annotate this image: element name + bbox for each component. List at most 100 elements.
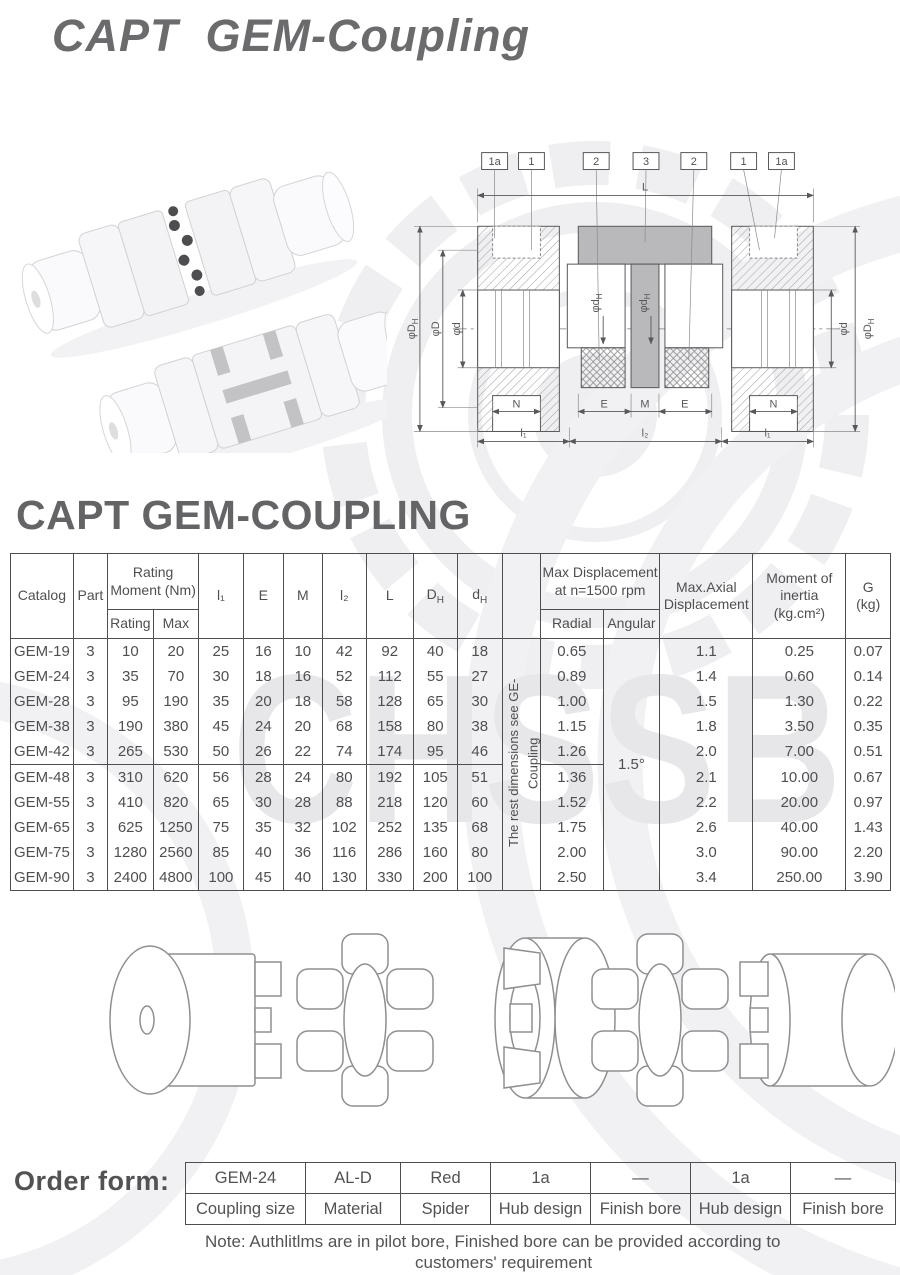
- coupling-photo-assembled: [99, 308, 387, 453]
- svg-text:E: E: [601, 399, 608, 411]
- page-title: CAPT GEM-Coupling: [52, 10, 530, 61]
- spec-cell: 65: [412, 689, 459, 714]
- svg-text:2: 2: [691, 156, 697, 168]
- order-value-cell: AL-D: [305, 1162, 401, 1194]
- spec-cell: 30: [242, 790, 285, 815]
- spec-cell: 218: [366, 790, 414, 815]
- svg-text:N: N: [513, 399, 521, 411]
- spec-cell: 1280: [107, 840, 154, 865]
- spec-cell: 2.6: [659, 815, 754, 840]
- spec-cell: 330: [366, 865, 414, 891]
- spec-cell: 26: [242, 739, 285, 765]
- spec-cell: 3.4: [659, 865, 754, 891]
- spec-cell: 2400: [107, 865, 154, 891]
- callout-2-right: 2: [680, 152, 708, 360]
- spec-cell: 68: [457, 815, 503, 840]
- order-field-cell: Coupling size: [185, 1193, 306, 1225]
- svg-text:1: 1: [741, 156, 747, 168]
- spec-cell: 85: [198, 840, 244, 865]
- spec-cell: 20: [152, 638, 200, 664]
- spec-cell: 2.00: [539, 840, 604, 865]
- svg-text:l₁: l₁: [764, 427, 770, 439]
- spec-cell: 18: [242, 664, 285, 689]
- footnote-line-1: Note: Authlitlms are in pilot bore, Fini…: [205, 1232, 781, 1251]
- spec-cell: 46: [457, 739, 503, 765]
- spec-cell: 286: [366, 840, 414, 865]
- spec-cell: 100: [198, 865, 244, 891]
- col-header-max: Max: [152, 609, 200, 639]
- spec-cell: 3: [72, 689, 109, 714]
- svg-text:2: 2: [593, 156, 599, 168]
- spec-cell: 25: [198, 638, 244, 664]
- label-phi-d-right: φd: [838, 322, 850, 335]
- spec-cell: 30: [457, 689, 503, 714]
- spec-cell: 32: [283, 815, 323, 840]
- col-header-radial: Radial: [539, 609, 604, 639]
- specification-table: Catalog Part Rating Moment (Nm) l₁ E M l…: [10, 553, 891, 891]
- spec-cell: 1.52: [539, 790, 604, 815]
- spec-cell: 60: [457, 790, 503, 815]
- spec-cell: 620: [152, 764, 200, 790]
- spec-cell: 90.00: [752, 840, 847, 865]
- spec-cell: 116: [321, 840, 367, 865]
- hub-right-section: [731, 225, 814, 432]
- spec-cell: 56: [198, 764, 244, 790]
- col-header-rating: Rating: [107, 609, 154, 639]
- spec-cell: 35: [198, 689, 244, 714]
- spec-cell: 250.00: [752, 865, 847, 891]
- order-value-cell: —: [590, 1162, 691, 1194]
- spec-cell: 40: [242, 840, 285, 865]
- dimensions-NEMEN: N E M E N: [491, 393, 799, 418]
- spec-cell: 7.00: [752, 739, 847, 765]
- spec-cell: 52: [321, 664, 367, 689]
- order-value-cell: —: [790, 1162, 896, 1194]
- col-header-DH: DH: [412, 553, 459, 639]
- spec-cell: 135: [412, 815, 459, 840]
- spec-cell: 0.97: [845, 790, 891, 815]
- spec-cell: 0.89: [539, 664, 604, 689]
- spec-cell: 3: [72, 815, 109, 840]
- spec-cell: 58: [321, 689, 367, 714]
- spec-cell: 10.00: [752, 764, 847, 790]
- callout-1a-left: 1a: [481, 152, 509, 239]
- spec-cell: 18: [457, 638, 503, 664]
- spec-cell: 35: [242, 815, 285, 840]
- spec-cell: 45: [242, 865, 285, 891]
- diameter-dimensions: φDH φD φd φdH φdH φd φDH: [406, 225, 876, 433]
- spec-cell: 2560: [152, 840, 200, 865]
- spec-cell: 2.2: [659, 790, 754, 815]
- spec-cell: 80: [412, 714, 459, 739]
- spec-cell: 158: [366, 714, 414, 739]
- spec-cell: 310: [107, 764, 154, 790]
- spec-cell: 40.00: [752, 815, 847, 840]
- spec-cell: 130: [321, 865, 367, 891]
- spec-cell: 51: [457, 764, 503, 790]
- svg-text:M: M: [640, 399, 649, 411]
- drawing-spider-right: [591, 933, 729, 1107]
- cross-section-diagram: 1a 1 2 3 2 1 1a L φDH φD φd φdH φdH φd φ…: [406, 152, 876, 448]
- order-field-cell: Spider: [400, 1193, 491, 1225]
- spec-cell: 1.26: [539, 739, 604, 765]
- order-value-cell: Red: [400, 1162, 491, 1194]
- spec-cell: 0.51: [845, 739, 891, 765]
- angular-displacement-value: 1.5°: [602, 638, 661, 891]
- spec-cell: 20: [242, 689, 285, 714]
- spec-cell: 820: [152, 790, 200, 815]
- drawing-hub-left: [109, 945, 282, 1095]
- coupling-product-photos: [21, 171, 387, 453]
- spec-cell: 190: [107, 714, 154, 739]
- order-field-cell: Finish bore: [590, 1193, 691, 1225]
- svg-text:1a: 1a: [489, 156, 502, 168]
- spec-cell: GEM-90: [10, 865, 74, 891]
- callout-1-right: 1: [730, 152, 760, 251]
- part-callouts: 1a 1 2 3 2 1 1a: [481, 152, 795, 360]
- spec-cell: 1.4: [659, 664, 754, 689]
- spec-cell: 50: [198, 739, 244, 765]
- col-header-E: E: [242, 553, 285, 639]
- spec-cell: 28: [242, 764, 285, 790]
